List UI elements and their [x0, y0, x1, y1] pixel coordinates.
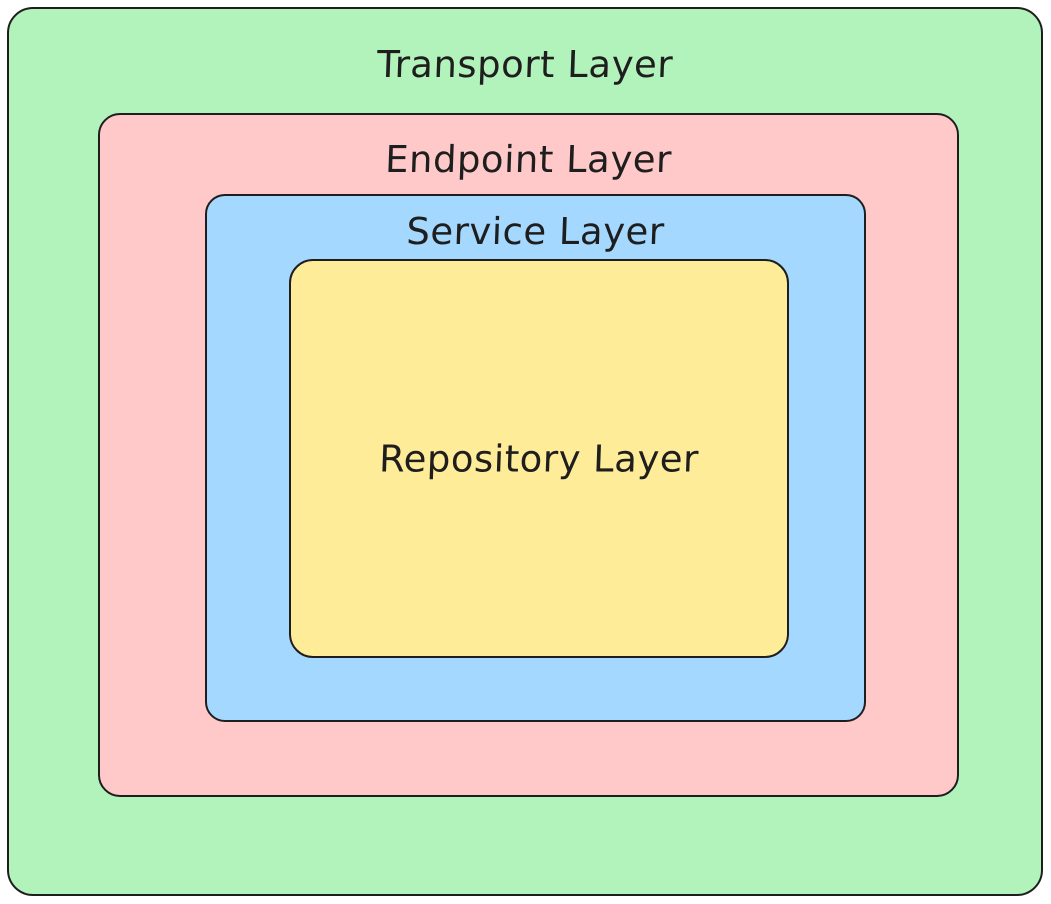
layer-box-transport[interactable]: Transport Layer Endpoint Layer Service L…	[7, 7, 1043, 896]
layer-label-service: Service Layer	[405, 210, 666, 253]
layer-box-repository[interactable]: Repository Layer	[289, 259, 789, 658]
layer-label-repository: Repository Layer	[378, 437, 700, 480]
layer-box-endpoint[interactable]: Endpoint Layer Service Layer Repository …	[98, 113, 959, 797]
layer-box-service[interactable]: Service Layer Repository Layer	[205, 194, 866, 722]
layer-label-transport: Transport Layer	[376, 43, 674, 86]
layer-label-endpoint: Endpoint Layer	[384, 138, 673, 181]
